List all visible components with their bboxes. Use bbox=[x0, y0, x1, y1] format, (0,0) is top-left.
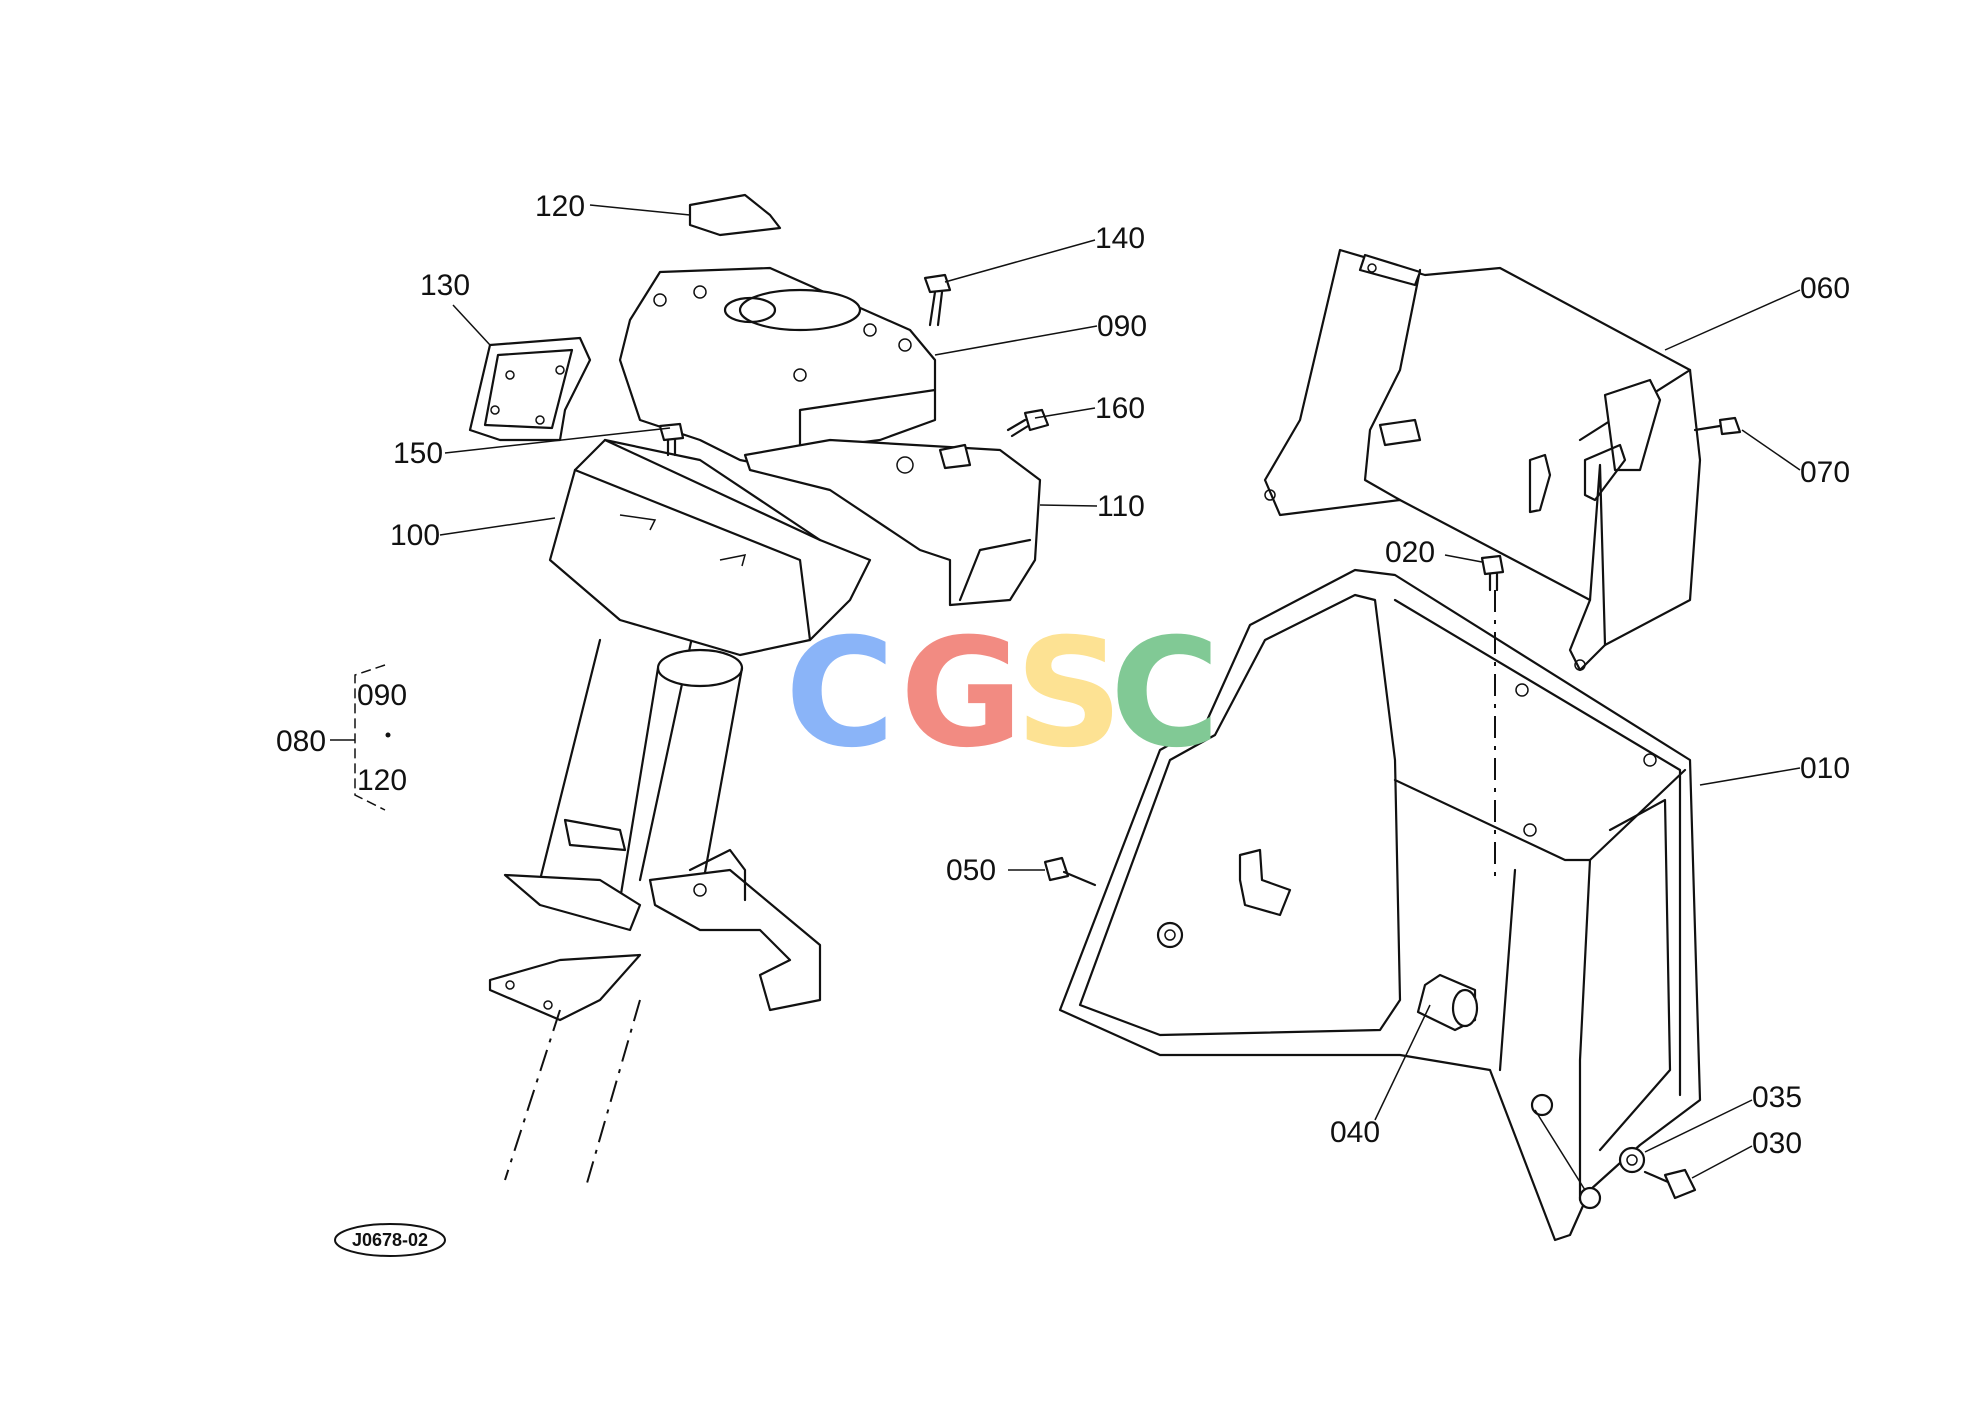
label-090: 090 bbox=[1097, 310, 1147, 343]
label-160: 160 bbox=[1095, 392, 1145, 425]
label-110: 110 bbox=[1097, 490, 1145, 523]
label-050: 050 bbox=[946, 854, 996, 887]
label-150: 150 bbox=[393, 437, 443, 470]
part-labels: 120 130 140 090 160 110 150 100 080 090 … bbox=[276, 190, 1850, 1160]
watermark-letter-2: G bbox=[900, 607, 1023, 781]
label-030: 030 bbox=[1752, 1127, 1802, 1160]
label-060: 060 bbox=[1800, 272, 1850, 305]
drawing-code: J0678-02 bbox=[352, 1230, 428, 1250]
label-100: 100 bbox=[390, 519, 440, 552]
label-130: 130 bbox=[420, 269, 470, 302]
label-010: 010 bbox=[1800, 752, 1850, 785]
label-140: 140 bbox=[1095, 222, 1145, 255]
label-080-120: 120 bbox=[357, 764, 407, 797]
label-120: 120 bbox=[535, 190, 585, 223]
label-040: 040 bbox=[1330, 1116, 1380, 1149]
watermark-letter-1: C bbox=[785, 607, 895, 781]
watermark-letter-4: C bbox=[1110, 607, 1220, 781]
leader-lines bbox=[330, 204, 1801, 1191]
drawing-code-stamp: J0678-02 bbox=[334, 1223, 446, 1257]
steering-column-assembly bbox=[468, 193, 1050, 1191]
label-080-090: 090 bbox=[357, 679, 407, 712]
label-070: 070 bbox=[1800, 456, 1850, 489]
panel-box-assembly bbox=[1043, 248, 1742, 1242]
cgsc-watermark: C G S C bbox=[785, 607, 1220, 781]
watermark-letter-3: S bbox=[1015, 607, 1123, 781]
label-035: 035 bbox=[1752, 1081, 1802, 1114]
label-080: 080 bbox=[276, 725, 326, 758]
label-020: 020 bbox=[1385, 536, 1435, 569]
